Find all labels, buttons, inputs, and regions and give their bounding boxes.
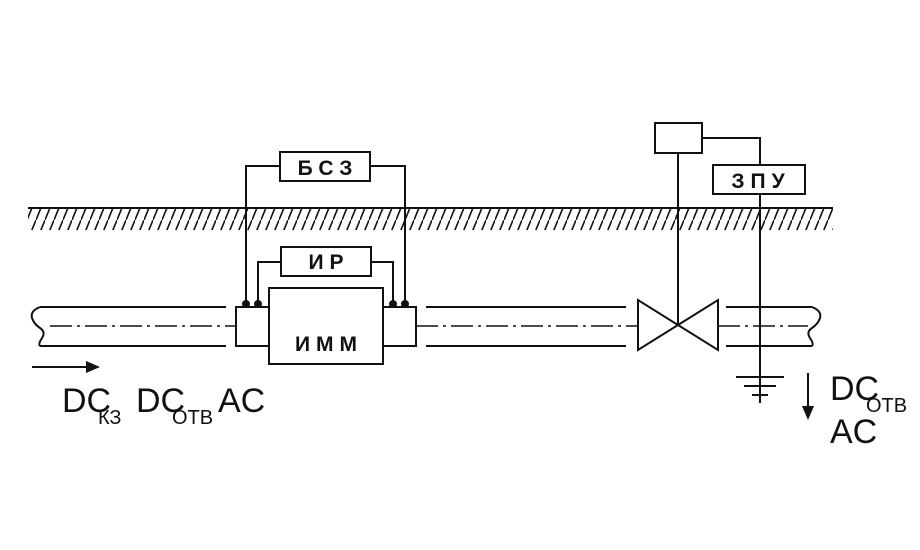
imm-unit: ИММ bbox=[268, 287, 384, 365]
formula-sub-kz: КЗ bbox=[98, 407, 122, 429]
left-formula: DC КЗ DC ОТВ AC bbox=[62, 382, 265, 429]
ir-unit: ИР bbox=[257, 246, 394, 304]
formula-dc-branch: DC bbox=[136, 382, 185, 420]
formula-right-dc: DC bbox=[830, 370, 879, 408]
terminal-dot bbox=[389, 300, 397, 308]
formula-right-ac: AC bbox=[830, 413, 877, 451]
pipe-collar-left bbox=[235, 306, 270, 347]
right-formula: DC ОТВ AC bbox=[830, 370, 907, 451]
valve-actuator bbox=[654, 122, 761, 165]
pipe-right-end bbox=[807, 306, 822, 347]
formula-ac: AC bbox=[218, 382, 265, 420]
bsz-label: БСЗ bbox=[298, 157, 359, 180]
formula-dc-short-circuit: DC bbox=[62, 382, 111, 420]
ir-label: ИР bbox=[308, 251, 349, 274]
ground-symbol bbox=[736, 376, 784, 396]
ground-surface bbox=[28, 207, 833, 230]
imm-label: ИММ bbox=[295, 333, 363, 356]
pipe-left-end bbox=[30, 306, 45, 347]
current-arrow-down bbox=[802, 373, 814, 420]
bsz-unit: БСЗ bbox=[245, 151, 406, 304]
terminals bbox=[242, 300, 409, 308]
flow-arrow-right bbox=[32, 361, 100, 373]
formula-sub-otv: ОТВ bbox=[172, 407, 213, 429]
zpu-label: ЗПУ bbox=[731, 170, 790, 193]
pipe-collar-right bbox=[382, 306, 417, 347]
terminal-dot bbox=[401, 300, 409, 308]
terminal-dot bbox=[254, 300, 262, 308]
formula-right-sub-otv: ОТВ bbox=[866, 395, 907, 417]
zpu-unit: ЗПУ bbox=[712, 164, 806, 403]
terminal-dot bbox=[242, 300, 250, 308]
valve bbox=[637, 152, 719, 352]
